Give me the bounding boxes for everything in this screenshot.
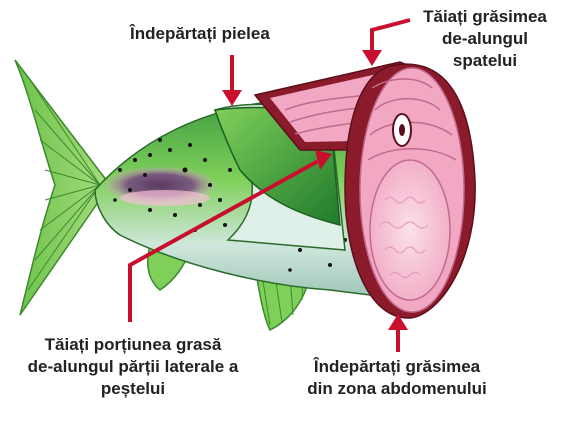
cross-section [345,64,475,318]
label-cut-lateral-fat: Tăiați porțiunea grasă de-alungul părții… [8,334,258,400]
belly-fat [370,160,450,300]
arrow-belly-fat [388,314,408,352]
label-remove-belly-fat: Îndepărtați grăsimea din zona abdomenulu… [282,356,512,400]
arrow-back-fat [362,20,410,66]
tail-fin [15,60,110,315]
label-remove-skin: Îndepărtați pielea [130,23,270,45]
label-cut-back-fat: Tăiați grăsimea de-alungul spatelui [410,6,560,72]
arrow-remove-skin [222,55,242,106]
